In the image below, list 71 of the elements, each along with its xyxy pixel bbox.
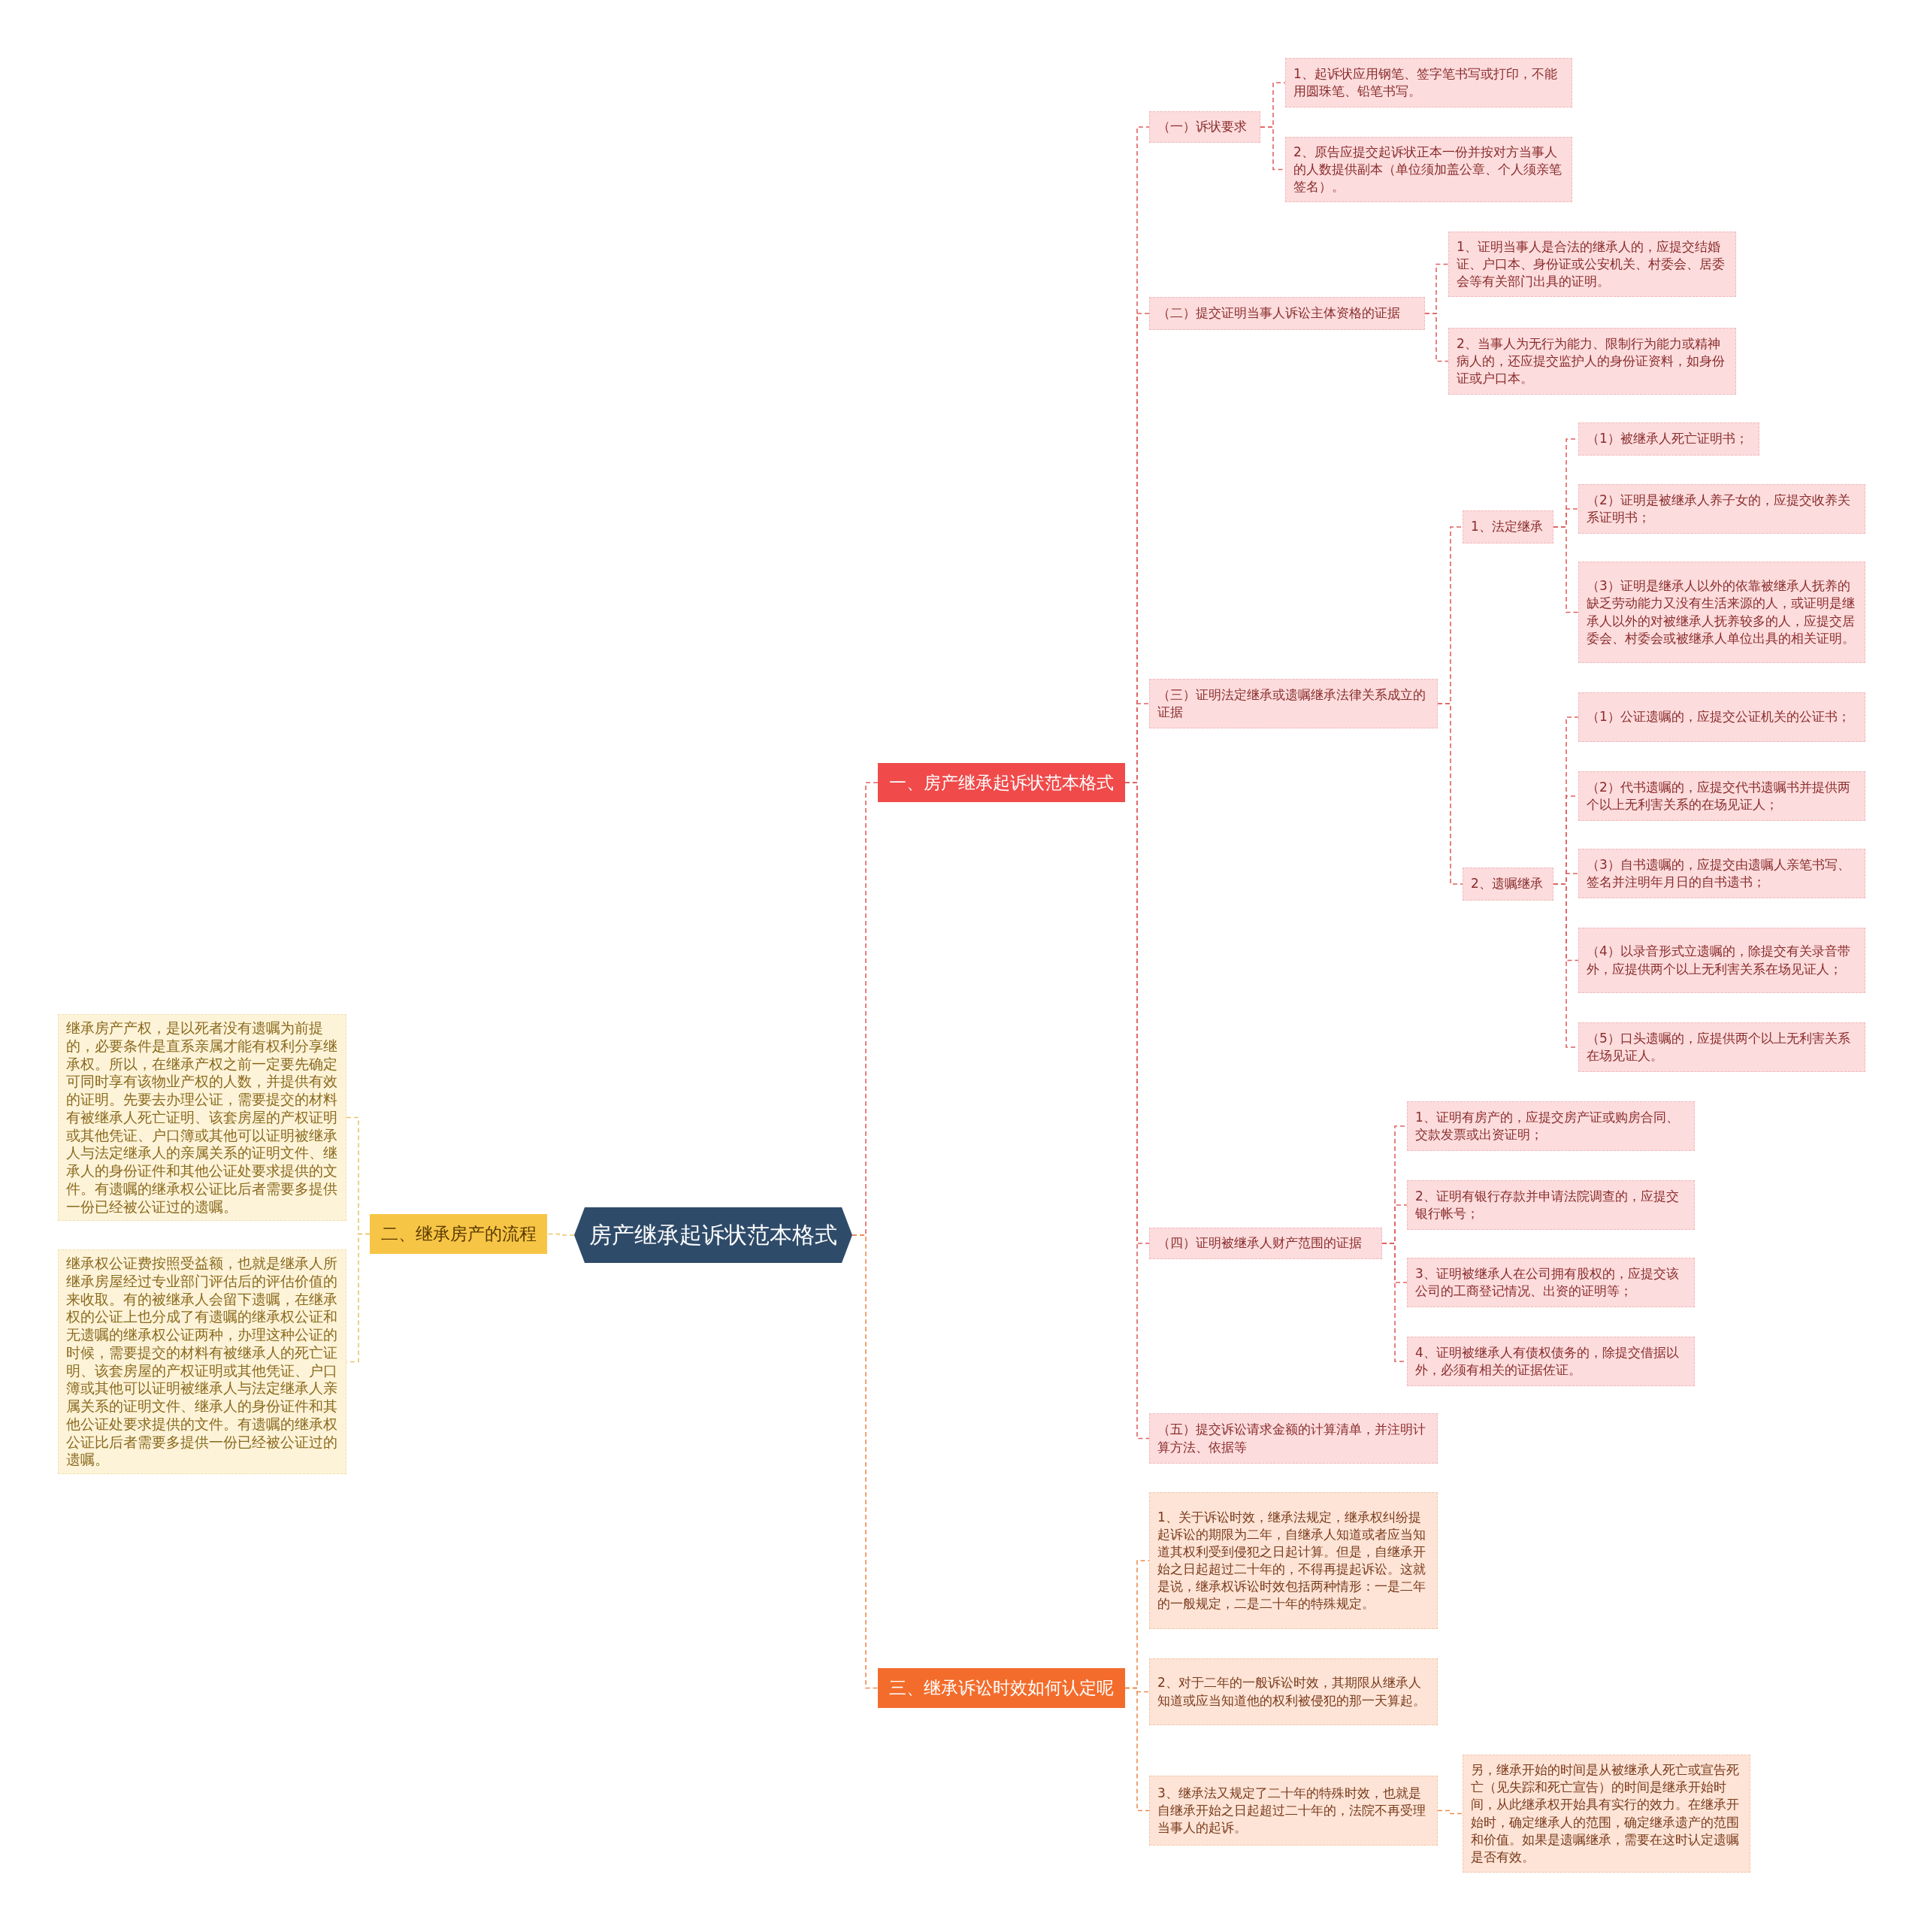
topic-text: （1）被继承人死亡证明书； <box>1587 430 1748 448</box>
topic-box <box>1578 849 1865 898</box>
topic-box <box>1578 771 1865 821</box>
topic-text: 2、遗嘱继承 <box>1471 875 1543 893</box>
connector-line <box>1437 1809 1463 1815</box>
topic-box <box>1149 1658 1438 1725</box>
topic-text: （3）证明是继承人以外的依靠被继承人抚养的缺乏劳动能力又没有生活来源的人，或证明是继承人以外的对被继承人抚养较多的人，应提交居委会、村委会或被继承人单位出具的相关证明。 <box>1587 577 1856 647</box>
topic-text: 1、起诉状应用钢笔、签字笔书写或打印，不能用圆珠笔、铅笔书写。 <box>1293 65 1558 100</box>
topic-box <box>1578 692 1865 742</box>
topic-text: 2、原告应提交起诉状正本一份并按对方当事人的人数提供副本（单位须加盖公章、个人须亲笔签名）。 <box>1293 143 1562 196</box>
topic-box <box>1407 1101 1695 1151</box>
topic-box <box>1407 1180 1695 1230</box>
topic-text: 1、法定继承 <box>1471 518 1543 536</box>
topic-text: （4）以录音形式立遗嘱的，除提交有关录音带外，应提供两个以上无利害关系在场见证人； <box>1587 943 1851 978</box>
connector-line <box>1424 313 1449 362</box>
branch-topic <box>878 763 1125 802</box>
topic-box <box>1448 232 1736 297</box>
topic-text: 1、证明有房产的，应提交房产证或购房合同、交款发票或出资证明； <box>1415 1108 1680 1143</box>
topic-text: 2、证明有银行存款并申请法院调查的，应提交银行帐号； <box>1415 1187 1680 1222</box>
topic-text: （四）证明被继承人财产范围的证据 <box>1157 1234 1362 1252</box>
topic-box <box>1463 510 1553 544</box>
topic-box <box>1463 868 1553 901</box>
topic-text: 另，继承开始的时间是从被继承人死亡或宣告死亡（见失踪和死亡宣告）的时间是继承开始时间，从此继承权开始具有实行的效力。在继承开始时，确定继承人的范围，确定继承遗产的范围和价值。如果是遗嘱继承，需要在这时认定遗嘱是否有效。 <box>1471 1761 1740 1866</box>
topic-box <box>1149 679 1438 728</box>
topic-text: 3、继承法又规定了二十年的特殊时效，也就是自继承开始之日起超过二十年的，法院不再受理当事人的起诉。 <box>1157 1784 1426 1837</box>
topic-text: 2、当事人为无行为能力、限制行为能力或精神病人的，还应提交监护人的身份证资料，如身份证或户口本。 <box>1457 335 1726 388</box>
topic-box <box>1578 1022 1865 1072</box>
topic-text: 1、关于诉讼时效，继承法规定，继承权纠纷提起诉讼的期限为二年，自继承人知道或者应当知道其权利受到侵犯之日起计算。但是，自继承开始之日起超过二十年的，不得再提起诉讼。这就是说，继承权诉讼时效包括两种情形：一是二年的一般规定，二是二十年的特殊规定。 <box>1157 1508 1426 1613</box>
topic-box <box>1149 1413 1438 1464</box>
connector-line <box>1437 703 1463 885</box>
topic-box <box>1407 1337 1695 1386</box>
topic-text: （三）证明法定继承或遗嘱继承法律关系成立的证据 <box>1157 686 1426 721</box>
topic-box <box>1285 137 1572 202</box>
topic-text: 三、继承诉讼时效如何认定呢 <box>889 1677 1114 1699</box>
topic-text: 继承权公证费按照受益额，也就是继承人所继承房屋经过专业部门评估后的评估价值的来收取。有的被继承人会留下遗嘱，在继承权的公证上也分成了有遗嘱的继承权公证和无遗嘱的继承权公证两种，办理这种公证的时候，需要提交的材料有被继承人的死亡证明、该套房屋的产权证明或其他凭证、户口簿或其他可以证明被继承人与法定继承人亲属关系的证明文件、继承人的身份证件和其他公证处要求提供的文件。有遗嘱的继承权公证比后者需要多提供一份已经被公证过的遗嘱。 <box>66 1255 338 1469</box>
topic-text: 4、证明被继承人有债权债务的，除提交借据以外，必须有相关的证据佐证。 <box>1415 1343 1680 1379</box>
topic-box <box>1463 1755 1750 1873</box>
topic-text: 一、房产继承起诉状范本格式 <box>889 771 1114 794</box>
topic-text: 1、证明当事人是合法的继承人的，应提交结婚证、户口本、身份证或公安机关、村委会、居委会等有关部门出具的证明。 <box>1457 238 1726 291</box>
topic-box <box>1448 328 1736 395</box>
topic-text: （1）公证遗嘱的，应提交公证机关的公证书； <box>1587 708 1850 726</box>
topic-box <box>1149 297 1425 330</box>
topic-text: （3）自书遗嘱的，应提交由遗嘱人亲笔书写、签名并注明年月日的自书遗书； <box>1587 855 1851 891</box>
topic-box <box>1149 1776 1438 1846</box>
topic-box <box>1149 1492 1438 1629</box>
topic-text: （一）诉状要求 <box>1157 118 1247 136</box>
central-topic <box>574 1207 852 1263</box>
branch-topic <box>878 1668 1125 1708</box>
branch-topic <box>370 1214 547 1254</box>
topic-text: （五）提交诉讼请求金额的计算清单，并注明计算方法、依据等 <box>1157 1421 1426 1456</box>
topic-box <box>1149 1228 1382 1259</box>
topic-text: （2）代书遗嘱的，应提交代书遗嘱书并提供两个以上无利害关系的在场见证人； <box>1587 778 1851 813</box>
topic-box <box>1578 422 1759 456</box>
topic-text: 2、对于二年的一般诉讼时效，其期限从继承人知道或应当知道他的权利被侵犯的那一天算起。 <box>1157 1674 1426 1709</box>
topic-box <box>1149 111 1260 143</box>
topic-box <box>1285 58 1572 108</box>
topic-text: （2）证明是被继承人养子女的，应提交收养关系证明书； <box>1587 491 1851 526</box>
topic-text: 3、证明被继承人在公司拥有股权的，应提交该公司的工商登记情况、出资的证明等； <box>1415 1264 1680 1300</box>
connector-line <box>1124 1687 1150 1812</box>
topic-text: （5）口头遗嘱的，应提供两个以上无利害关系在场见证人。 <box>1587 1029 1851 1064</box>
topic-box <box>1407 1258 1695 1307</box>
connector-line <box>1553 526 1579 613</box>
topic-box <box>1578 562 1865 663</box>
connector-line <box>546 1233 575 1236</box>
topic-text: （二）提交证明当事人诉讼主体资格的证据 <box>1157 304 1400 323</box>
connector-line <box>852 1234 879 1689</box>
topic-text: 继承房产产权，是以死者没有遗嘱为前提的，必要条件是直系亲属才能有权利分享继承权。所以，在继承产权之前一定要先确定可同时享有该物业产权的人数，并提供有效的证明。先要去办理公证，需要提交的材料有被继承人死亡证明、该套房屋的产权证明或其他凭证、户口簿或其他可以证明被继承人与法定继承人的亲属关系的证明文件、继承人的身份证件和其他公证处要求提供的文件。有遗嘱的继承权公证比后者需要多提供一份已经被公证过的遗嘱。 <box>66 1019 338 1216</box>
topic-box <box>1578 928 1865 993</box>
topic-text: 二、继承房产的流程 <box>380 1223 537 1245</box>
topic-box <box>1578 484 1865 534</box>
topic-text: 房产继承起诉状范本格式 <box>589 1220 837 1249</box>
